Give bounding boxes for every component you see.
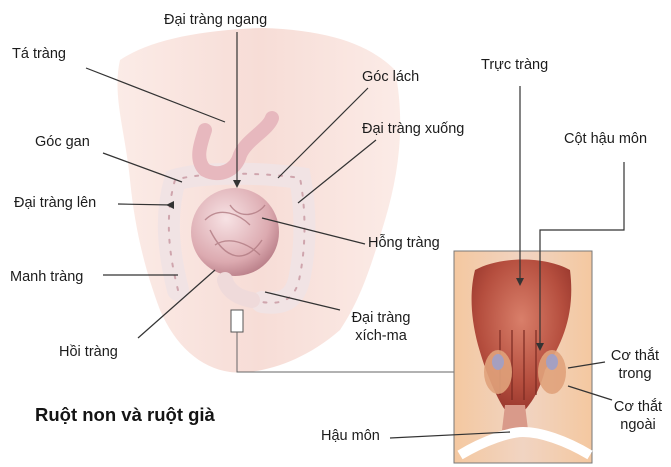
small-intestine [191, 188, 279, 276]
label-goc-gan: Góc gan [35, 133, 90, 151]
label-hau-mon: Hậu môn [321, 427, 380, 445]
label-dai-trang-xich-ma-line2: xích-ma [341, 327, 421, 345]
diagram-title: Ruột non và ruột già [35, 404, 215, 426]
label-truc-trang: Trực tràng [481, 56, 548, 74]
label-goc-lach: Góc lách [362, 68, 419, 86]
label-co-that-trong: Cơ thắt trong [606, 347, 664, 383]
label-cot-hau-mon: Cột hậu môn [564, 130, 647, 148]
label-dai-trang-ngang: Đại tràng ngang [164, 11, 267, 29]
label-manh-trang: Manh tràng [10, 268, 83, 286]
label-co-that-trong-line1: Cơ thắt [606, 347, 664, 365]
label-dai-trang-len: Đại tràng lên [14, 194, 96, 212]
rectum-stub [231, 310, 243, 332]
label-co-that-ngoai-line1: Cơ thắt [608, 398, 668, 416]
label-hong-trang: Hỗng tràng [368, 234, 440, 252]
label-dai-trang-xich-ma-line1: Đại tràng [341, 309, 421, 327]
label-co-that-ngoai-line2: ngoài [608, 416, 668, 434]
label-hoi-trang: Hồi tràng [59, 343, 118, 361]
label-dai-trang-xuong: Đại tràng xuống [362, 120, 464, 138]
label-co-that-trong-line2: trong [606, 365, 664, 383]
label-co-that-ngoai: Cơ thắt ngoài [608, 398, 668, 434]
label-ta-trang: Tá tràng [12, 45, 66, 63]
label-dai-trang-xich-ma: Đại tràng xích-ma [341, 309, 421, 345]
